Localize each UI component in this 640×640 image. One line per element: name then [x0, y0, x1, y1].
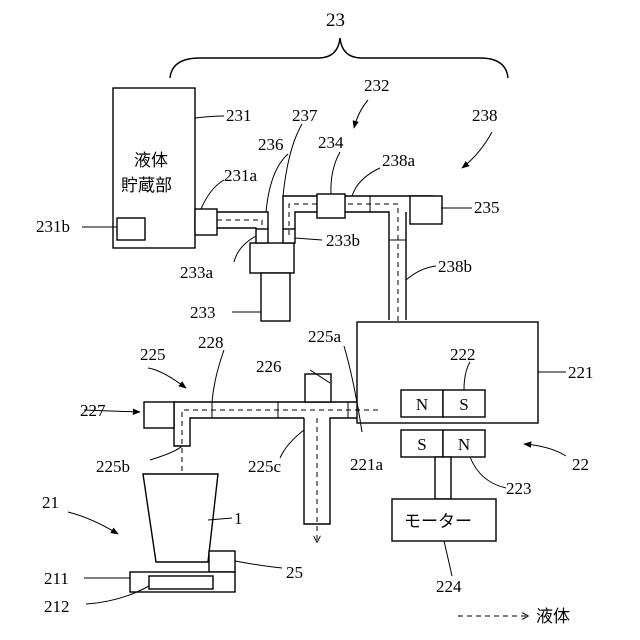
label-231a: 231a	[224, 166, 258, 185]
label-237: 237	[292, 106, 318, 125]
label-222: 222	[450, 345, 476, 364]
label-212: 212	[44, 597, 70, 616]
arrow-225	[148, 368, 186, 388]
label-211: 211	[44, 569, 69, 588]
label-233b: 233b	[326, 231, 360, 250]
valve-234	[317, 194, 345, 218]
label-23: 23	[326, 10, 345, 31]
label-232: 232	[364, 76, 390, 95]
tank-outlet-231a	[195, 209, 217, 235]
label-231b: 231b	[36, 217, 70, 236]
label-224: 224	[436, 577, 462, 596]
magnet-upper-n: N	[416, 395, 428, 414]
magnet-upper-s: S	[459, 395, 468, 414]
motor-text: モーター	[404, 512, 472, 532]
pipe-237-inner	[295, 212, 389, 320]
valve-226	[305, 374, 331, 402]
port-233a	[256, 229, 268, 243]
label-226: 226	[256, 357, 282, 376]
cap-235	[410, 196, 442, 224]
label-233a: 233a	[180, 263, 214, 282]
motor-shaft	[435, 457, 451, 499]
scale-212	[149, 576, 213, 589]
label-1: 1	[234, 509, 243, 528]
legend-text: 液体	[536, 607, 570, 627]
component-233-head	[250, 243, 294, 273]
pipe-236-outer	[217, 212, 268, 229]
magnet-lower-n: N	[458, 435, 470, 454]
arrow-21	[68, 512, 118, 534]
label-235: 235	[474, 198, 500, 217]
magnet-lower-s: S	[417, 435, 426, 454]
label-225c: 225c	[248, 457, 282, 476]
component-233-body	[261, 273, 290, 321]
label-238: 238	[472, 106, 498, 125]
label-231: 231	[226, 106, 252, 125]
label-238a: 238a	[382, 151, 416, 170]
tank-text-line2: 貯蔵部	[121, 176, 172, 196]
arrow-238	[462, 132, 492, 168]
label-225b: 225b	[96, 457, 130, 476]
arrow-232	[354, 100, 368, 128]
label-21: 21	[42, 493, 59, 512]
sensor-25	[209, 551, 235, 572]
label-225a: 225a	[308, 327, 342, 346]
label-238b: 238b	[438, 257, 472, 276]
flow-arrow-238	[289, 204, 398, 340]
tank-sensor-231b	[117, 218, 145, 240]
cup-1	[143, 474, 218, 562]
arrow-22	[524, 444, 566, 456]
label-233: 233	[190, 303, 216, 322]
label-221a: 221a	[350, 455, 384, 474]
label-22: 22	[572, 455, 589, 474]
brace-23	[170, 38, 508, 78]
label-221: 221	[568, 363, 594, 382]
label-236: 236	[258, 135, 284, 154]
label-228: 228	[198, 333, 224, 352]
label-225: 225	[140, 345, 166, 364]
label-234: 234	[318, 133, 344, 152]
cap-227	[144, 402, 174, 428]
tank-text-line1: 液体	[134, 151, 168, 171]
label-223: 223	[506, 479, 532, 498]
pipe-236-inner	[217, 228, 256, 229]
label-25: 25	[286, 563, 303, 582]
label-227: 227	[80, 401, 106, 420]
